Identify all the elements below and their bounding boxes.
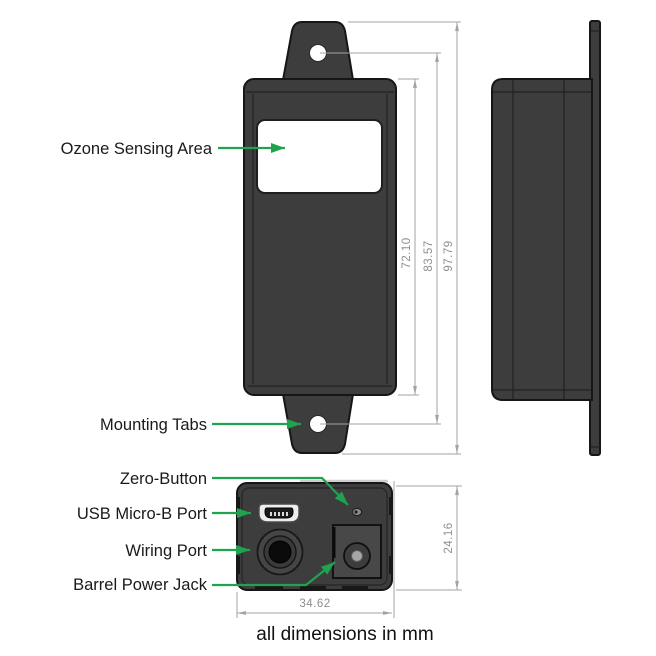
label-barrel-power-jack: Barrel Power Jack — [73, 576, 208, 594]
ozone-sensing-window — [256, 119, 383, 194]
label-wiring-port: Wiring Port — [125, 542, 207, 560]
callout-labels: Ozone Sensing Area Mounting Tabs Zero-Bu… — [61, 140, 213, 594]
bottom-inner-seam — [241, 487, 388, 586]
bottom-view — [236, 479, 393, 591]
label-usb-micro-b-port: USB Micro-B Port — [77, 505, 208, 523]
leader-barrel-jack — [212, 561, 336, 587]
label-mounting-tabs: Mounting Tabs — [100, 416, 207, 434]
front-view — [243, 21, 397, 454]
dim-text-width: 34.62 — [299, 598, 330, 610]
label-ozone-sensing-area: Ozone Sensing Area — [61, 140, 213, 158]
zero-button — [351, 507, 363, 517]
side-enclosure-body — [491, 78, 593, 401]
side-panel-seams — [493, 80, 591, 399]
dim-text-body-height: 72.10 — [401, 237, 413, 268]
dim-text-hole-spacing: 83.57 — [423, 240, 435, 271]
leader-zero-button — [212, 476, 349, 506]
dimension-annotations: 72.10 83.57 97.79 24.16 34.62 — [236, 21, 462, 618]
label-zero-button: Zero-Button — [120, 470, 207, 488]
front-panel-seams — [246, 91, 394, 387]
wiring-port — [256, 528, 304, 576]
leader-arrows — [212, 143, 349, 587]
dim-text-depth: 24.16 — [443, 522, 455, 553]
dim-text-overall-height: 97.79 — [443, 240, 455, 271]
bottom-edge-notches — [236, 497, 393, 590]
units-note: all dimensions in mm — [256, 624, 433, 645]
barrel-power-jack — [332, 524, 382, 579]
side-view — [491, 20, 601, 456]
usb-micro-b-port — [258, 503, 300, 523]
